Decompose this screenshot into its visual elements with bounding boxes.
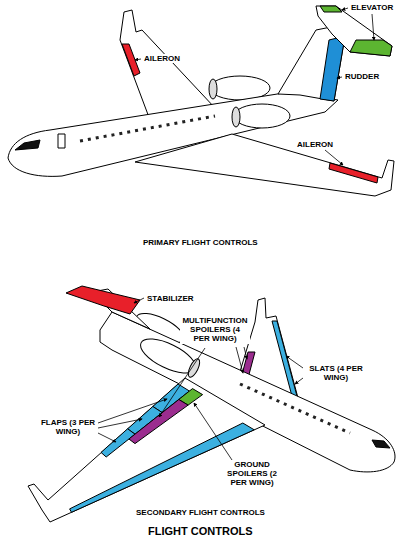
- leader-lines: [98, 298, 303, 460]
- leader-line: [194, 403, 232, 460]
- engine-intake: [186, 357, 202, 378]
- leader-line: [244, 347, 247, 359]
- near-wing: [28, 378, 265, 522]
- far-wing: [120, 10, 215, 120]
- view-heading: PRIMARY FLIGHT CONTROLS: [142, 238, 259, 247]
- engine-intake: [232, 107, 240, 127]
- engine-intake: [209, 79, 217, 99]
- elevator-surface: [320, 6, 342, 12]
- part-label: GROUND SPOILERS (2 PER WING): [220, 460, 284, 488]
- leader-lines: [135, 8, 374, 165]
- leader-line: [295, 378, 303, 384]
- leader-line: [98, 433, 116, 442]
- cabin-windows: [80, 116, 215, 141]
- aileron-surface: [122, 44, 140, 76]
- primary-aircraft: [8, 6, 394, 196]
- part-label: AILERON: [143, 54, 181, 63]
- leader-line: [134, 298, 144, 303]
- engine-nacelle: [234, 104, 290, 128]
- part-label: STABILIZER: [146, 294, 195, 303]
- cockpit-window: [15, 140, 40, 150]
- leader-line: [337, 77, 342, 78]
- flap-surface: [101, 429, 135, 457]
- part-label: SLATS (4 PER WING): [305, 364, 367, 382]
- leader-line: [135, 59, 141, 60]
- leader-line: [286, 356, 303, 368]
- leader-line: [159, 348, 205, 417]
- leader-line: [236, 347, 243, 373]
- part-label: FLAPS (3 PER WING): [38, 418, 98, 436]
- leader-line: [325, 150, 343, 165]
- leader-line: [98, 399, 167, 423]
- cabin-door: [58, 134, 65, 148]
- cabin-windows: [240, 384, 350, 433]
- view-heading: SECONDARY FLIGHT CONTROLS: [135, 508, 266, 517]
- part-label: RUDDER: [344, 72, 380, 81]
- near-wing: [135, 134, 394, 196]
- secondary-aircraft: [28, 286, 395, 522]
- leader-line: [372, 14, 374, 40]
- horizontal-stabilizer: [316, 6, 392, 56]
- part-label: ELEVATOR: [350, 3, 394, 12]
- stabilizer-surface: [66, 286, 140, 314]
- elevator-surface: [350, 40, 392, 56]
- cockpit-window: [372, 440, 390, 448]
- aileron-surface: [329, 163, 378, 183]
- leader-line: [342, 8, 348, 10]
- rudder-surface: [320, 36, 345, 101]
- part-label: AILERON: [296, 140, 334, 149]
- spoiler-surface: [129, 400, 188, 444]
- part-label: MULTIFUNCTION SPOILERS (4 PER WING): [180, 316, 250, 344]
- figure-caption: FLIGHT CONTROLS: [146, 525, 255, 538]
